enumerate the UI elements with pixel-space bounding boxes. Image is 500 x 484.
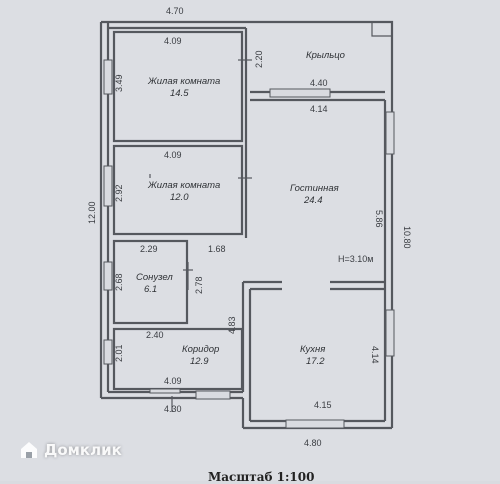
room-name-porch: Крыльцо — [306, 50, 345, 61]
room-name-corridor: Коридор — [182, 344, 219, 355]
watermark-brand: Домклик — [44, 441, 122, 459]
dim-porch-width: 4.40 — [310, 78, 328, 88]
room-area-living2: 12.0 — [170, 192, 189, 203]
dim-room2-height: 2.92 — [114, 184, 124, 202]
dim-bath-height: 2.68 — [114, 273, 124, 291]
room-name-kitchen: Кухня — [300, 344, 325, 355]
dim-kitchen-height: 4.14 — [370, 346, 380, 364]
dim-room2-width: 4.09 — [164, 150, 182, 160]
dim-top-overall: 4.70 — [166, 6, 184, 16]
dim-bath-width: 2.29 — [140, 244, 158, 254]
dim-corridor-outer: 4.30 — [164, 404, 182, 414]
dim-living-width: 4.14 — [310, 104, 328, 114]
house-logo-icon — [21, 442, 37, 458]
room-name-bath: Сонузел — [136, 272, 173, 283]
dimension-lines — [149, 59, 252, 412]
dim-corridor-height: 2.01 — [114, 344, 124, 362]
ceiling-height: H=3.10м — [338, 254, 373, 264]
dim-bottom-overall: 4.80 — [304, 438, 322, 448]
scale-label: Масштаб 1:100 — [208, 470, 315, 484]
room-area-living1: 14.5 — [170, 88, 189, 99]
dim-gap: 1.68 — [208, 244, 226, 254]
room-area-bath: 6.1 — [144, 284, 157, 295]
dim-living-height: 5.86 — [374, 210, 384, 228]
watermark: Домклик — [20, 441, 122, 459]
room-area-lounge: 24.4 — [303, 195, 323, 206]
dim-bath-depth: 2.78 — [194, 276, 204, 294]
room-name-living1: Жилая комната — [147, 76, 220, 87]
dim-hall-height: 4.83 — [227, 316, 237, 334]
dim-porch-height: 2.20 — [254, 50, 264, 68]
dim-kitchen-width: 4.15 — [314, 400, 332, 410]
dim-corridor-inner: 4.09 — [164, 376, 182, 386]
porch-corner — [371, 22, 392, 37]
dim-room1-width: 4.09 — [164, 36, 182, 46]
dim-right-overall: 10.80 — [402, 226, 412, 249]
windows — [103, 59, 395, 429]
room-area-kitchen: 17.2 — [306, 356, 325, 367]
room-name-living2: Жилая комната — [147, 180, 220, 191]
dim-room1-height: 3.49 — [114, 74, 124, 92]
room-area-corridor: 12.9 — [190, 356, 209, 367]
dim-corridor-width: 2.40 — [146, 330, 164, 340]
dim-left-overall: 12.00 — [87, 201, 97, 224]
room-name-lounge: Гостинная — [290, 183, 339, 194]
